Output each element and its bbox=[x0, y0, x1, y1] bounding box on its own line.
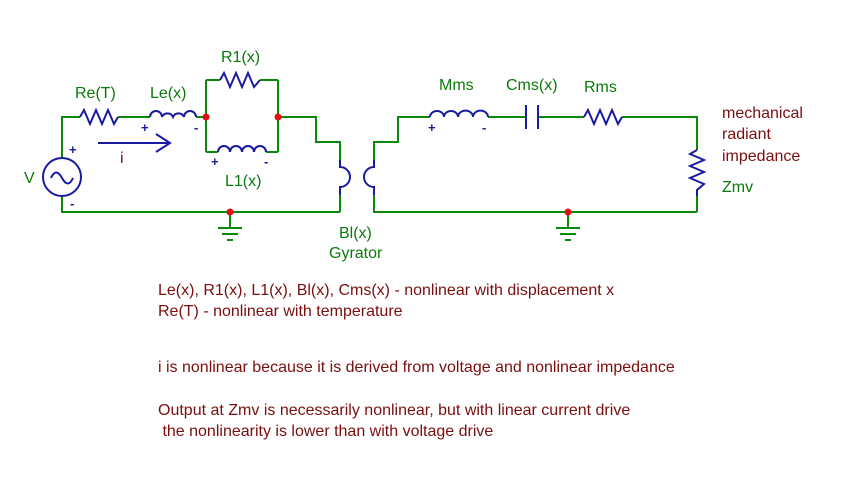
ground-right bbox=[556, 227, 580, 241]
label-re: Re(T) bbox=[75, 85, 116, 102]
pol-le-minus: - bbox=[194, 120, 198, 135]
mechanical-wires bbox=[373, 116, 698, 228]
resistor-zmv bbox=[687, 149, 707, 196]
node-dot bbox=[274, 113, 282, 121]
ground-left bbox=[218, 227, 242, 241]
inductor-l1 bbox=[217, 145, 267, 153]
label-mech-1: mechanical bbox=[722, 105, 803, 122]
label-le: Le(x) bbox=[150, 85, 186, 102]
note-current-nonlinear: i is nonlinear because it is derived fro… bbox=[158, 359, 675, 376]
resistor-r1 bbox=[219, 70, 261, 90]
pol-mms-plus: + bbox=[428, 120, 436, 135]
resistor-re bbox=[79, 107, 119, 127]
components bbox=[79, 70, 707, 196]
polarity-marks: + - + - + - + - bbox=[69, 120, 486, 211]
label-mech-3: impedance bbox=[722, 148, 800, 165]
voltage-source-circle bbox=[42, 157, 82, 197]
voltage-source bbox=[42, 157, 82, 197]
label-zmv: Zmv bbox=[722, 179, 753, 196]
label-l1: L1(x) bbox=[225, 173, 261, 190]
inductor-mms bbox=[429, 109, 489, 118]
label-current: i bbox=[120, 150, 124, 167]
wire-gyrator-top-right bbox=[373, 116, 430, 160]
node-dot bbox=[564, 208, 572, 216]
wire-left-bottom bbox=[61, 196, 340, 213]
pol-source-plus: + bbox=[69, 142, 77, 157]
note-nonlinear-temperature: Re(T) - nonlinear with temperature bbox=[158, 303, 403, 320]
node-dot bbox=[226, 208, 234, 216]
label-mech-2: radiant bbox=[722, 126, 771, 143]
wire-rms-right bbox=[622, 116, 698, 150]
gyrator-right-half bbox=[363, 160, 375, 195]
label-bl: Bl(x) bbox=[339, 225, 372, 242]
label-gyrator: Gyrator bbox=[329, 245, 383, 262]
nodes bbox=[202, 113, 572, 216]
wire-mech-bottom bbox=[373, 195, 697, 213]
note-current-drive: the nonlinearity is lower than with volt… bbox=[158, 423, 494, 440]
note-output-nonlinear: Output at Zmv is necessarily nonlinear, … bbox=[158, 402, 631, 419]
pol-le-plus: + bbox=[141, 120, 149, 135]
arrow-head bbox=[155, 133, 172, 153]
node-dot bbox=[202, 113, 210, 121]
wire-left-top bbox=[61, 116, 80, 158]
inductor-le bbox=[149, 110, 197, 120]
pol-mms-minus: - bbox=[482, 120, 486, 135]
current-arrow bbox=[98, 133, 172, 153]
note-nonlinear-displacement: Le(x), R1(x), L1(x), Bl(x), Cms(x) - non… bbox=[158, 282, 615, 299]
wire-to-gyrator bbox=[278, 116, 341, 160]
label-rms: Rms bbox=[584, 79, 617, 96]
pol-l1-minus: - bbox=[264, 154, 268, 169]
electrical-wires bbox=[61, 79, 341, 228]
label-mms: Mms bbox=[439, 77, 474, 94]
label-cms: Cms(x) bbox=[506, 77, 558, 94]
sine-wave-icon bbox=[50, 171, 74, 185]
pol-source-minus: - bbox=[70, 196, 74, 211]
gyrator-left-half bbox=[339, 160, 351, 195]
resistor-rms bbox=[583, 107, 623, 127]
pol-l1-plus: + bbox=[211, 154, 219, 169]
component-labels: Re(T) Le(x) R1(x) L1(x) V i Bl(x) Gyrato… bbox=[24, 49, 803, 262]
label-source: V bbox=[24, 170, 35, 187]
label-r1: R1(x) bbox=[221, 49, 260, 66]
